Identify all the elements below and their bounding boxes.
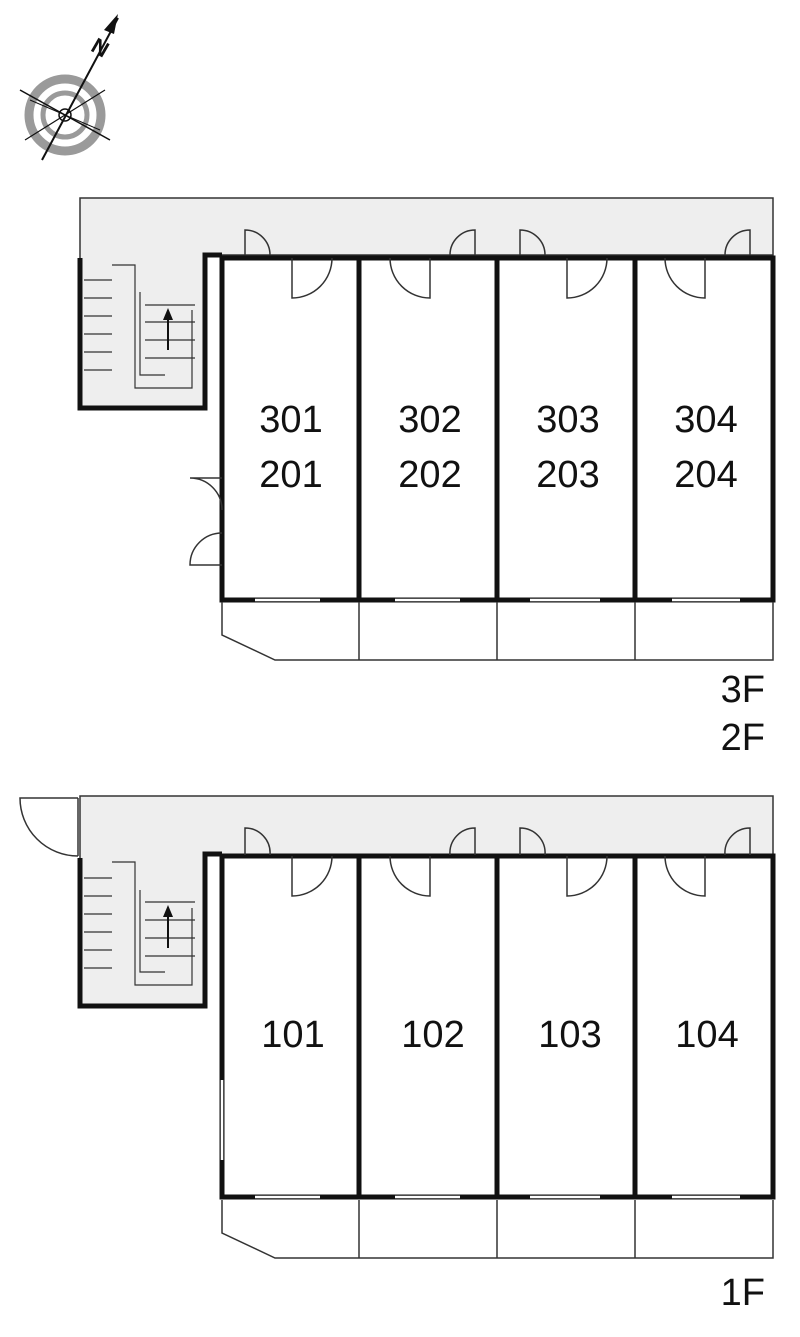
- unit-label-104: 104: [675, 1014, 738, 1056]
- unit-label-303: 303: [536, 399, 599, 441]
- stairwell-wall: [77, 252, 222, 411]
- stairwell-wall: [77, 851, 222, 1009]
- floor-label-3f: 3F: [721, 669, 765, 711]
- north-compass-icon: N: [19, 14, 119, 161]
- unit-walls: [219, 853, 776, 1200]
- unit-walls: [219, 255, 776, 603]
- staircase: [84, 861, 195, 986]
- balconies: [221, 602, 774, 661]
- upper-floor-plan: 301 201 302 202 303 203 304 204 3F 2F: [77, 197, 776, 759]
- north-label: N: [87, 33, 113, 63]
- unit-label-103: 103: [538, 1014, 601, 1056]
- unit-label-201: 201: [259, 454, 322, 496]
- unit-label-304: 304: [674, 399, 737, 441]
- unit-label-202: 202: [398, 454, 461, 496]
- up-arrow-icon: [163, 308, 173, 320]
- floor-label-2f: 2F: [721, 717, 765, 759]
- doors: [244, 827, 751, 897]
- unit-label-102: 102: [401, 1014, 464, 1056]
- up-arrow-icon: [163, 905, 173, 917]
- unit-label-101: 101: [261, 1014, 324, 1056]
- unit-label-301: 301: [259, 399, 322, 441]
- floor-label-1f: 1F: [721, 1272, 765, 1314]
- doors: [189, 229, 751, 566]
- unit-label-204: 204: [674, 454, 737, 496]
- unit-label-203: 203: [536, 454, 599, 496]
- lower-floor-plan: 101 102 103 104 1F: [19, 795, 776, 1314]
- entrance-door: [19, 797, 79, 857]
- staircase: [84, 264, 195, 389]
- windows: [220, 1080, 740, 1199]
- balconies: [221, 1200, 774, 1259]
- unit-label-302: 302: [398, 399, 461, 441]
